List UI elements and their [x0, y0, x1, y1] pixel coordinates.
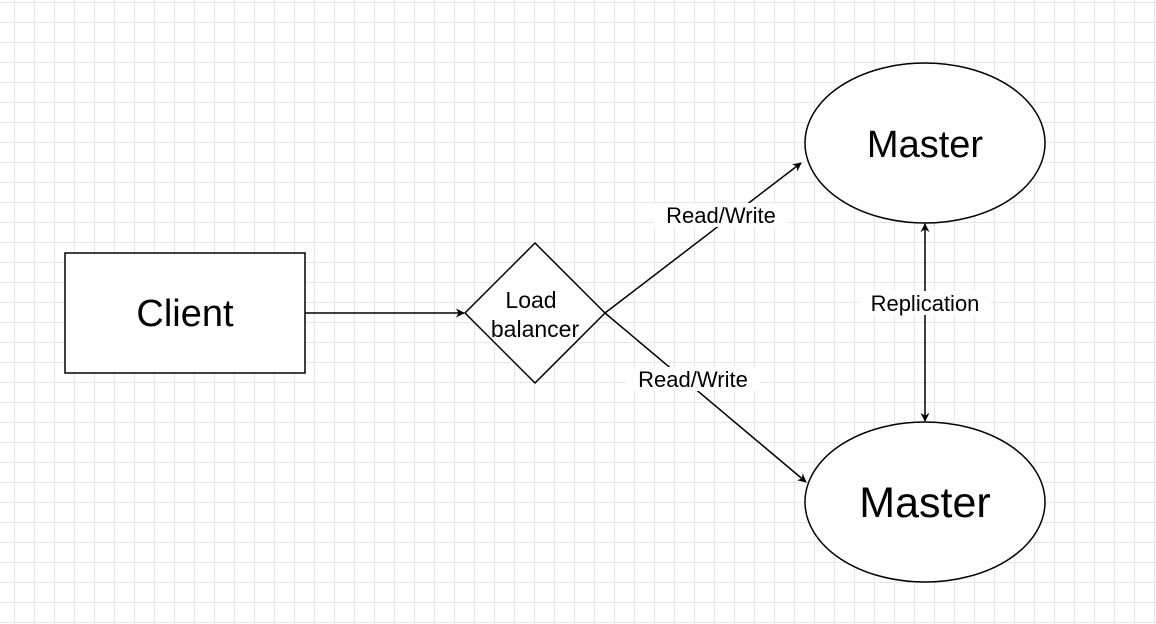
edge-label-read-write-top: Read/Write — [666, 203, 776, 228]
master-bottom-label: Master — [859, 479, 990, 527]
edge-label-read-write-bottom: Read/Write — [638, 367, 748, 392]
edge-label-read-write-bottom-group: Read/Write — [626, 367, 760, 392]
edge-load-balancer-to-master-top[interactable] — [604, 162, 802, 314]
master-bottom-node[interactable]: Master — [804, 421, 1046, 583]
edge-load-balancer-to-master-bottom[interactable] — [604, 312, 807, 483]
client-rectangle — [64, 252, 306, 374]
edge-label-replication-group: Replication — [859, 291, 991, 316]
master-bottom-ellipse — [804, 421, 1046, 583]
client-label: Client — [136, 293, 234, 335]
master-top-node[interactable]: Master — [804, 62, 1046, 224]
master-top-ellipse — [804, 62, 1046, 224]
edge-label-read-write-top-group: Read/Write — [654, 203, 788, 228]
load-balancer-node[interactable]: Load balancer — [463, 241, 607, 385]
load-balancer-diamond — [463, 241, 607, 385]
load-balancer-label-line2: balancer — [491, 316, 580, 342]
edge-label-replication: Replication — [871, 291, 980, 316]
client-node[interactable]: Client — [64, 252, 306, 374]
master-top-label: Master — [867, 124, 983, 166]
load-balancer-label-line1: Load — [505, 287, 556, 313]
